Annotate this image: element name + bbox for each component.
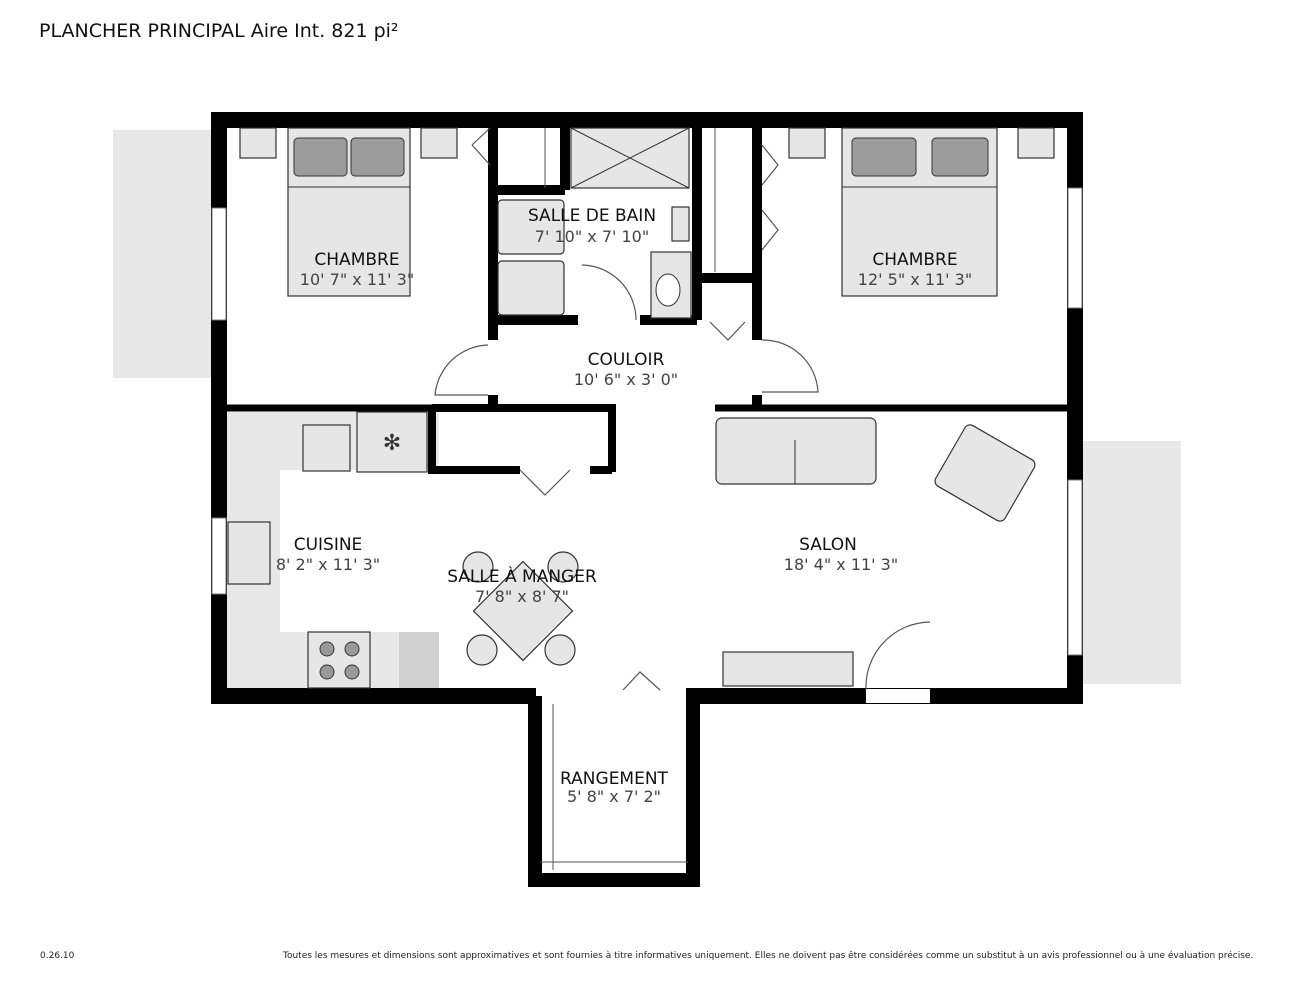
nightstand (1017, 127, 1055, 159)
closets (540, 128, 716, 870)
nightstand (420, 127, 458, 159)
room-dims: 10' 7" x 11' 3" (300, 270, 414, 289)
fridge-space (399, 632, 439, 688)
room-dims: 7' 10" x 7' 10" (535, 227, 649, 246)
room-dims: 12' 5" x 11' 3" (858, 270, 972, 289)
kitchen-appliances: ✻ (227, 411, 428, 689)
room-dims: 10' 6" x 3' 0" (574, 370, 678, 389)
bed-left (287, 127, 411, 297)
room-name: SALLE DE BAIN (528, 206, 656, 226)
outer-walls (211, 112, 1083, 887)
room-name: CHAMBRE (872, 250, 957, 270)
nightstand (788, 127, 826, 159)
room-dims: 5' 8" x 7' 2" (567, 787, 661, 806)
room-dims: 8' 2" x 11' 3" (276, 555, 380, 574)
room-name: RANGEMENT (560, 769, 669, 789)
bed-right (841, 127, 998, 297)
svg-text:✻: ✻ (383, 431, 401, 456)
room-name: COULOIR (588, 350, 665, 370)
living-furniture (715, 417, 1036, 687)
disclaimer: Toutes les mesures et dimensions sont ap… (283, 951, 1254, 961)
room-dims: 7' 8" x 8' 7" (475, 587, 569, 606)
door-swings (434, 127, 931, 691)
right-balcony (1083, 441, 1181, 684)
nightstand (239, 127, 277, 159)
left-balcony (113, 130, 211, 378)
version-label: 0.26.10 (40, 951, 75, 961)
interior-walls (219, 120, 1075, 474)
room-dims: 18' 4" x 11' 3" (784, 555, 898, 574)
dining-table (462, 551, 579, 666)
room-name: SALON (799, 535, 857, 555)
plan-title: PLANCHER PRINCIPAL Aire Int. 821 pi² (39, 20, 399, 42)
room-name: CUISINE (294, 535, 363, 555)
room-name: CHAMBRE (314, 250, 399, 270)
room-labels: CHAMBRE 10' 7" x 11' 3" SALLE DE BAIN 7'… (276, 206, 972, 806)
room-name: SALLE À MANGER (447, 565, 597, 587)
bathroom-fixtures (497, 127, 692, 319)
